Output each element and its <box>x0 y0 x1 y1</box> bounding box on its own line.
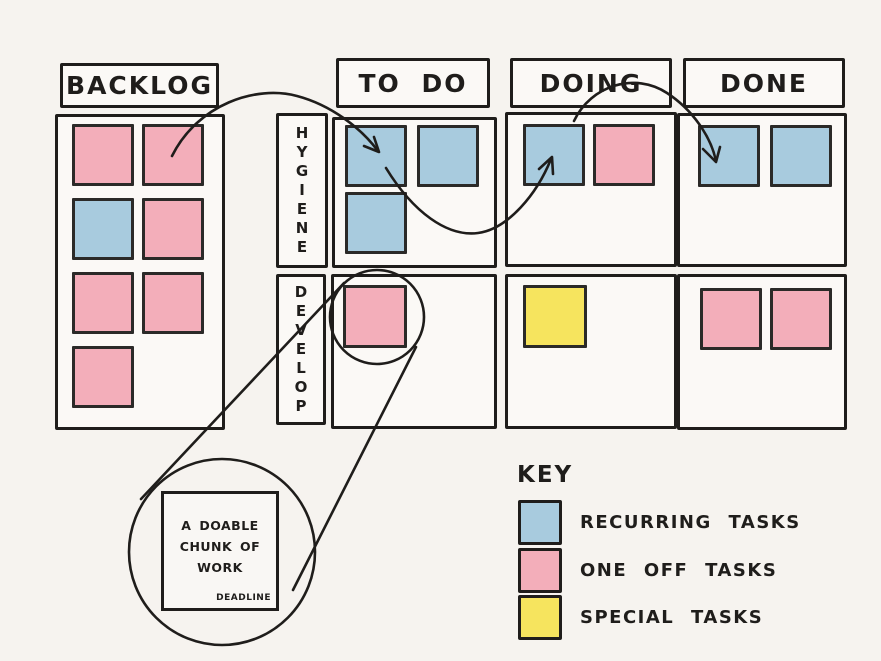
one-off-task-card <box>770 288 832 350</box>
doing-title: DOING <box>539 68 643 98</box>
one-off-task-card <box>142 198 204 260</box>
doing-develop-cards <box>523 285 587 348</box>
recurring-task-card <box>417 125 479 187</box>
key-title: KEY <box>517 462 574 488</box>
magnified-card-text: A DOABLE CHUNK OF WORK <box>164 515 276 578</box>
callout-line-3: WORK <box>197 560 243 575</box>
magnified-card: A DOABLE CHUNK OF WORK DEADLINE <box>161 491 279 611</box>
lane-letter: G <box>295 162 309 180</box>
one-off-task-card <box>142 124 204 186</box>
column-header-done: DONE <box>683 58 845 108</box>
recurring-task-card <box>345 192 407 254</box>
done-develop-cards <box>700 288 832 350</box>
recurring-swatch <box>518 500 562 545</box>
recurring-task-card <box>345 125 407 187</box>
backlog-title: BACKLOG <box>66 71 213 100</box>
lane-letter: E <box>296 200 308 218</box>
done-hygiene-cards <box>698 125 832 187</box>
lane-letter: L <box>296 359 306 377</box>
deadline-label: DEADLINE <box>216 593 271 603</box>
special-swatch <box>518 595 562 640</box>
backlog-cards <box>72 124 204 408</box>
column-header-todo: TO DO <box>336 58 490 108</box>
lane-letter: V <box>295 321 307 339</box>
lane-letter: P <box>295 397 307 415</box>
one-off-task-card <box>593 124 655 186</box>
callout-line-1: A DOABLE <box>181 518 259 533</box>
lane-letter: N <box>295 219 309 237</box>
todo-hygiene-cards <box>345 125 479 254</box>
key-row-one-off: ONE OFF TASKS <box>518 548 777 593</box>
recurring-label: RECURRING TASKS <box>580 512 801 533</box>
recurring-task-card <box>523 124 585 186</box>
one-off-swatch <box>518 548 562 593</box>
lane-letter: E <box>296 238 308 256</box>
one-off-task-card <box>343 285 407 348</box>
column-header-doing: DOING <box>510 58 672 108</box>
lane-letter: H <box>295 124 309 142</box>
lane-letter: D <box>294 283 308 301</box>
key-row-special: SPECIAL TASKS <box>518 595 763 640</box>
key-row-recurring: RECURRING TASKS <box>518 500 801 545</box>
one-off-task-card <box>700 288 762 350</box>
one-off-task-card <box>72 272 134 334</box>
one-off-task-card <box>72 346 134 408</box>
one-off-task-card <box>72 124 134 186</box>
column-header-backlog: BACKLOG <box>60 63 219 108</box>
recurring-task-card <box>698 125 760 187</box>
lane-letter: E <box>295 340 307 358</box>
lane-letter: E <box>295 302 307 320</box>
doing-hygiene-cards <box>523 124 655 186</box>
one-off-label: ONE OFF TASKS <box>580 560 778 581</box>
todo-develop-cards <box>343 285 407 348</box>
todo-title: TO DO <box>358 68 468 98</box>
lane-letter: Y <box>296 143 308 161</box>
callout-line-2: CHUNK OF <box>179 539 261 554</box>
lane-letter: I <box>299 181 305 199</box>
recurring-task-card <box>770 125 832 187</box>
recurring-task-card <box>72 198 134 260</box>
one-off-task-card <box>142 272 204 334</box>
special-task-card <box>523 285 587 348</box>
done-title: DONE <box>719 68 808 98</box>
special-label: SPECIAL TASKS <box>580 607 764 628</box>
lane-letter: O <box>294 378 308 396</box>
